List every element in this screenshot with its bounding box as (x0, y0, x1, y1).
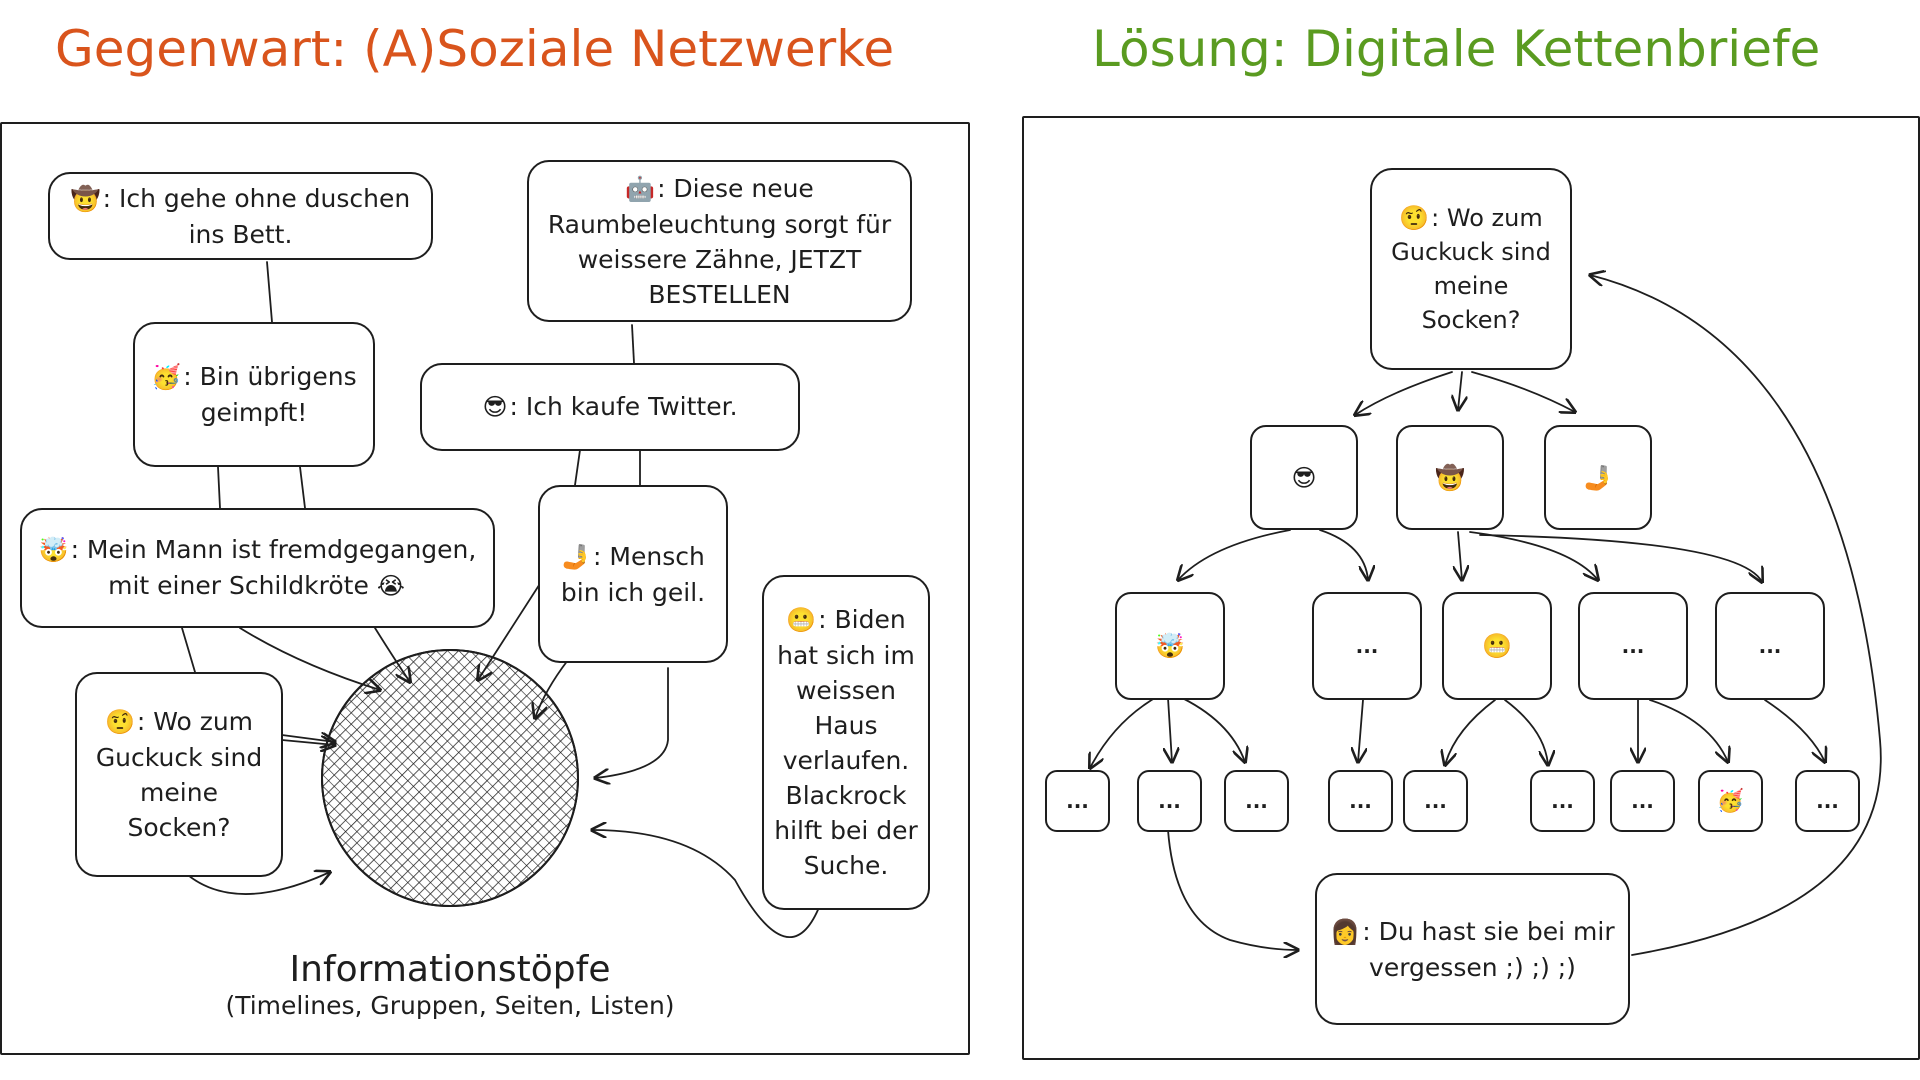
chain-node-l2: ... (1578, 592, 1688, 700)
chain-leaf: ... (1224, 770, 1289, 832)
exploding-head-icon: 🤯 (1155, 632, 1185, 660)
pool-title: Informationstöpfe (289, 949, 611, 990)
connector-arrow (1319, 529, 1368, 580)
chain-node-l1-selfie: 🤳 (1544, 425, 1652, 530)
chain-leaf: ... (1045, 770, 1110, 832)
right-heading: Lösung: Digitale Kettenbriefe (1092, 20, 1821, 78)
connector-line (631, 324, 635, 364)
selfie-icon: 🤳 (561, 542, 592, 571)
post-grimace: 😬: Biden hat sich im weissen Haus verlau… (762, 575, 930, 910)
connector-arrow (1355, 371, 1453, 415)
post-cool: 😎: Ich kaufe Twitter. (420, 363, 800, 451)
post-raised-eyebrow: 🤨: Wo zum Guckuck sind meine Socken? (75, 672, 283, 877)
cowboy-face-icon: 🤠 (1435, 463, 1465, 492)
left-panel (0, 122, 970, 1055)
connector-arrow (1175, 694, 1245, 762)
connector-arrow (1649, 699, 1728, 762)
chain-reply: 👩: Du hast sie bei mir vergessen ;) ;) ;… (1315, 873, 1630, 1025)
sunglasses-face-icon: 😎 (1291, 463, 1317, 492)
information-pool-circle (321, 649, 579, 907)
connector-arrow (595, 667, 669, 778)
connector-arrow (1445, 699, 1496, 765)
right-panel (1022, 116, 1920, 1060)
selfie-icon: 🤳 (1583, 463, 1613, 492)
robot-face-icon: 🤖 (625, 174, 656, 203)
chain-root: 🤨: Wo zum Guckuck sind meine Socken? (1370, 168, 1572, 370)
chain-leaf: ... (1610, 770, 1675, 832)
connector-arrow (1458, 371, 1462, 410)
chain-node-l1-sunglasses: 😎 (1250, 425, 1358, 530)
grimacing-face-icon: 😬 (1482, 632, 1512, 660)
connector-arrow (179, 867, 330, 895)
chain-node-l1-cowboy: 🤠 (1396, 425, 1504, 530)
grimacing-face-icon: 😬 (786, 606, 817, 634)
connector-line (266, 261, 273, 323)
post-selfie: 🤳: Mensch bin ich geil. (538, 485, 728, 663)
connector-arrow (1458, 531, 1462, 580)
connector-arrow (1764, 699, 1825, 762)
connector-arrow (1178, 529, 1291, 580)
left-heading: Gegenwart: (A)Soziale Netzwerke (55, 20, 895, 78)
cowboy-face-icon: 🤠 (70, 184, 101, 213)
chain-node-l2: ... (1715, 592, 1825, 700)
woman-icon: 👩 (1330, 917, 1361, 946)
pool-subtitle: (Timelines, Gruppen, Seiten, Listen) (225, 991, 675, 1020)
exploding-head-icon: 🤯 (38, 536, 69, 564)
connector-line (181, 627, 196, 673)
connector-line (217, 466, 221, 509)
chain-leaf: ... (1403, 770, 1468, 832)
chain-leaf: ... (1530, 770, 1595, 832)
post-cowboy: 🤠: Ich gehe ohne duschen ins Bett. (48, 172, 433, 260)
connector-arrow (1479, 534, 1762, 582)
chain-leaf: ... (1795, 770, 1860, 832)
connector-arrow (1168, 697, 1172, 762)
post-party: 🥳: Bin übrigens geimpft! (133, 322, 375, 467)
partying-face-icon: 🥳 (151, 363, 182, 391)
chain-leaf: ... (1328, 770, 1393, 832)
partying-face-icon: 🥳 (1716, 788, 1745, 814)
connector-arrow (1504, 699, 1548, 765)
connector-arrow (1090, 694, 1161, 768)
post-mindblown: 🤯: Mein Mann ist fremdgegangen, mit eine… (20, 508, 495, 628)
connector-arrow (1358, 699, 1363, 762)
raised-eyebrow-face-icon: 🤨 (1399, 204, 1430, 232)
connector-arrow (592, 830, 821, 938)
raised-eyebrow-face-icon: 🤨 (104, 708, 135, 736)
chain-node-l2: ... (1312, 592, 1422, 700)
chain-leaf: ... (1137, 770, 1202, 832)
connector-arrow (1167, 829, 1298, 950)
connector-line (574, 449, 581, 486)
crying-face-icon: 😭 (376, 572, 405, 600)
sunglasses-face-icon: 😎 (482, 393, 508, 421)
chain-leaf-partying: 🥳 (1698, 770, 1763, 832)
connector-arrow (1471, 371, 1575, 412)
chain-node-l2-grimacing: 😬 (1442, 592, 1552, 700)
chain-node-l2-exploding-head: 🤯 (1115, 592, 1225, 700)
connector-line (299, 466, 306, 509)
connector-arrow (1590, 275, 1882, 956)
post-robot: 🤖: Diese neue Raumbeleuchtung sorgt für … (527, 160, 912, 322)
